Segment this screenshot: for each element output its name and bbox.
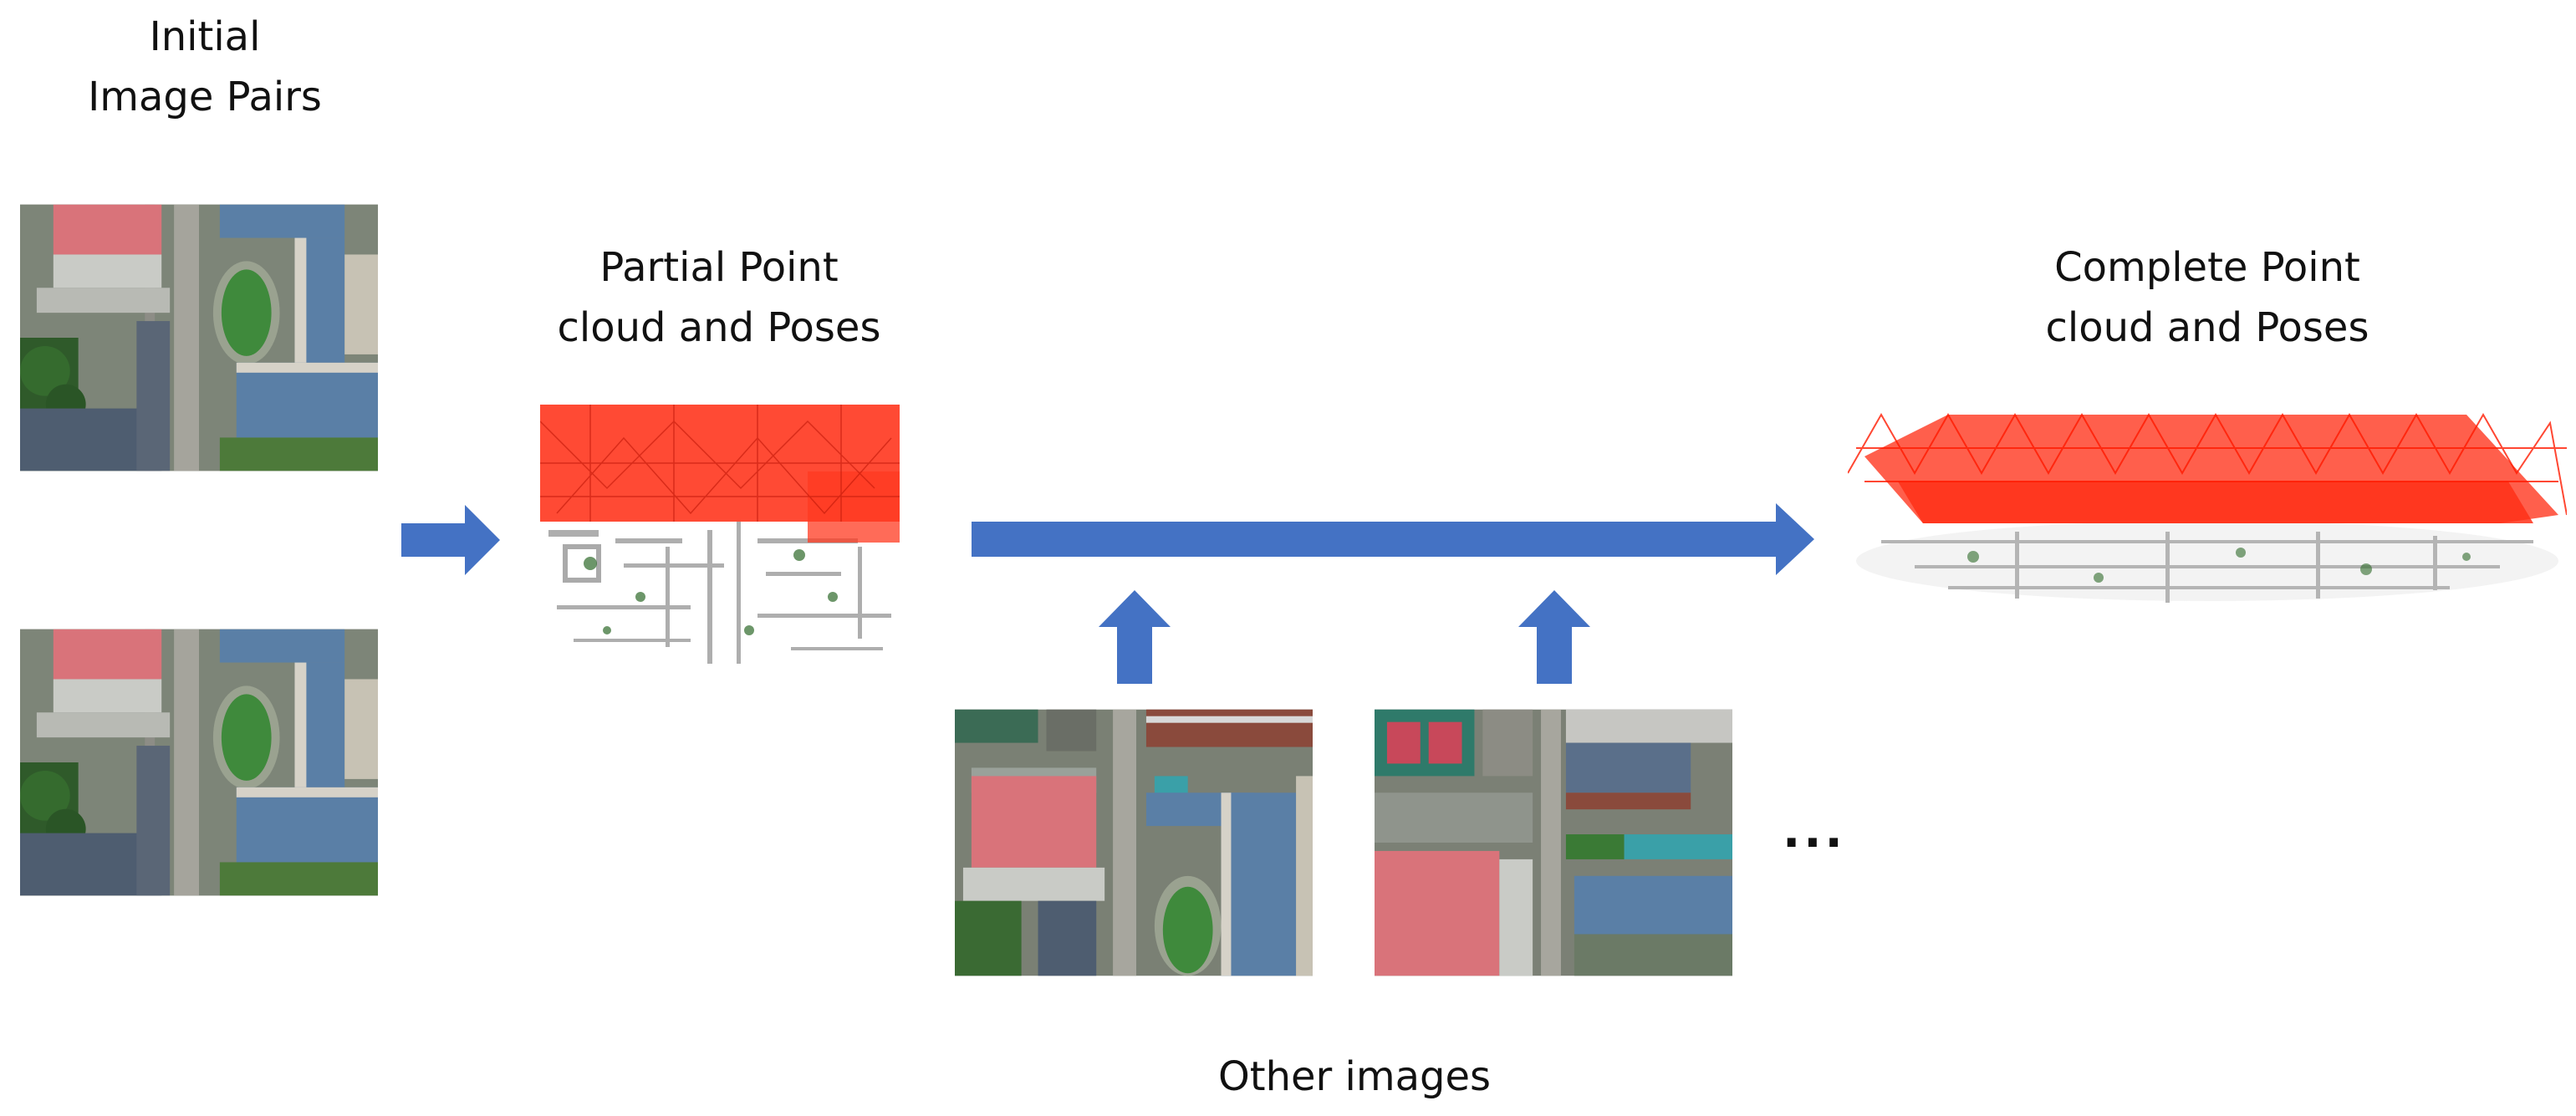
arrow-right-icon (972, 503, 1814, 575)
arrow-up-icon (1099, 590, 1171, 684)
more-images-ellipsis: ... (1783, 804, 1846, 859)
arrow-to-complete (972, 503, 1814, 575)
aerial-image-icon (955, 709, 1313, 976)
initial-aerial-image-2 (20, 629, 378, 896)
arrow-up-from-image-1 (1099, 590, 1171, 684)
arrow-shape (972, 503, 1814, 575)
complete-point-cloud (1848, 398, 2567, 615)
arrow-up-from-image-2 (1518, 590, 1590, 684)
complete-point-cloud-label: Complete Point cloud and Poses (1948, 237, 2466, 358)
aerial-image-icon (20, 204, 378, 471)
complete-label-line2: cloud and Poses (2045, 304, 2369, 351)
arrow-right-icon (401, 505, 500, 575)
initial-label-line1: Initial (149, 13, 261, 60)
arrow-to-partial (401, 505, 500, 575)
partial-point-cloud (540, 405, 900, 672)
aerial-image-icon (1375, 709, 1732, 976)
partial-label-line1: Partial Point (599, 244, 839, 291)
arrow-shape (1518, 590, 1590, 684)
arrow-up-icon (1518, 590, 1590, 684)
complete-label-line1: Complete Point (2054, 244, 2360, 291)
initial-aerial-image-1 (20, 204, 378, 471)
other-aerial-image-1 (955, 709, 1313, 976)
partial-point-cloud-label: Partial Point cloud and Poses (502, 237, 936, 358)
point-cloud-icon (1848, 398, 2567, 615)
partial-label-line2: cloud and Poses (557, 304, 881, 351)
initial-image-pairs-label: Initial Image Pairs (33, 7, 376, 127)
initial-label-line2: Image Pairs (88, 74, 322, 120)
arrow-shape (401, 505, 500, 575)
point-cloud-icon (540, 405, 900, 672)
aerial-image-icon (20, 629, 378, 896)
other-images-label: Other images (1217, 1053, 1492, 1100)
arrow-shape (1099, 590, 1171, 684)
other-aerial-image-2 (1375, 709, 1732, 976)
